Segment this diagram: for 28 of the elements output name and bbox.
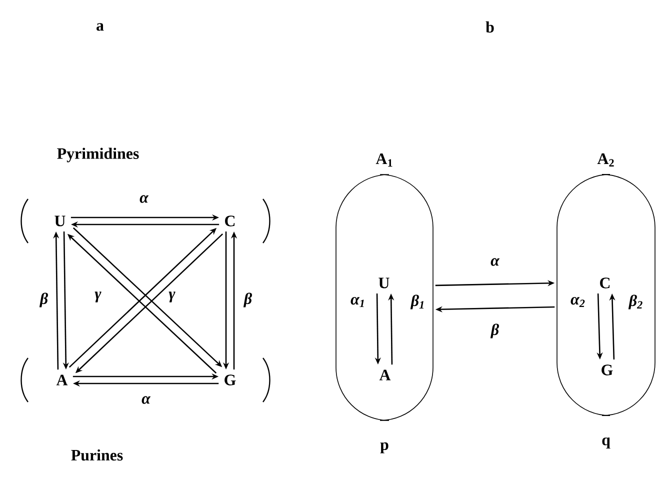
panel-letter: b [486, 21, 494, 33]
edge-label: β [38, 292, 50, 308]
edge-label: α [140, 395, 152, 405]
edge-label: γ [94, 290, 102, 304]
group-label: Pyrimidines [57, 148, 139, 162]
edge-label: α [490, 257, 500, 267]
base-letter: U [54, 216, 66, 226]
node-label: A$_{2}$ [597, 153, 614, 167]
node-label: p [380, 442, 388, 454]
node-label: A$_{1}$ [376, 154, 392, 167]
base-letter: U [378, 278, 390, 288]
edge-label: β$_{2}$ [628, 294, 644, 310]
node-label: q [602, 437, 610, 449]
base-letter: C [225, 216, 235, 226]
base-letter: G [224, 374, 236, 386]
base-letter: C [600, 278, 610, 288]
panel-letter: a [96, 23, 104, 31]
base-letter: A [379, 370, 391, 380]
base-letter: G [602, 364, 613, 376]
group-label: Purines [71, 449, 123, 461]
edge-label: α$_{1}$ [350, 296, 366, 308]
edge-label: γ [168, 290, 176, 304]
edge-label: α$_{2}$ [570, 296, 586, 308]
edge-label: β [490, 322, 500, 340]
base-letter: A [56, 374, 68, 386]
edge-label: β [242, 292, 254, 308]
edge-label: β$_{1}$ [410, 294, 426, 310]
edge-label: α [138, 194, 150, 204]
